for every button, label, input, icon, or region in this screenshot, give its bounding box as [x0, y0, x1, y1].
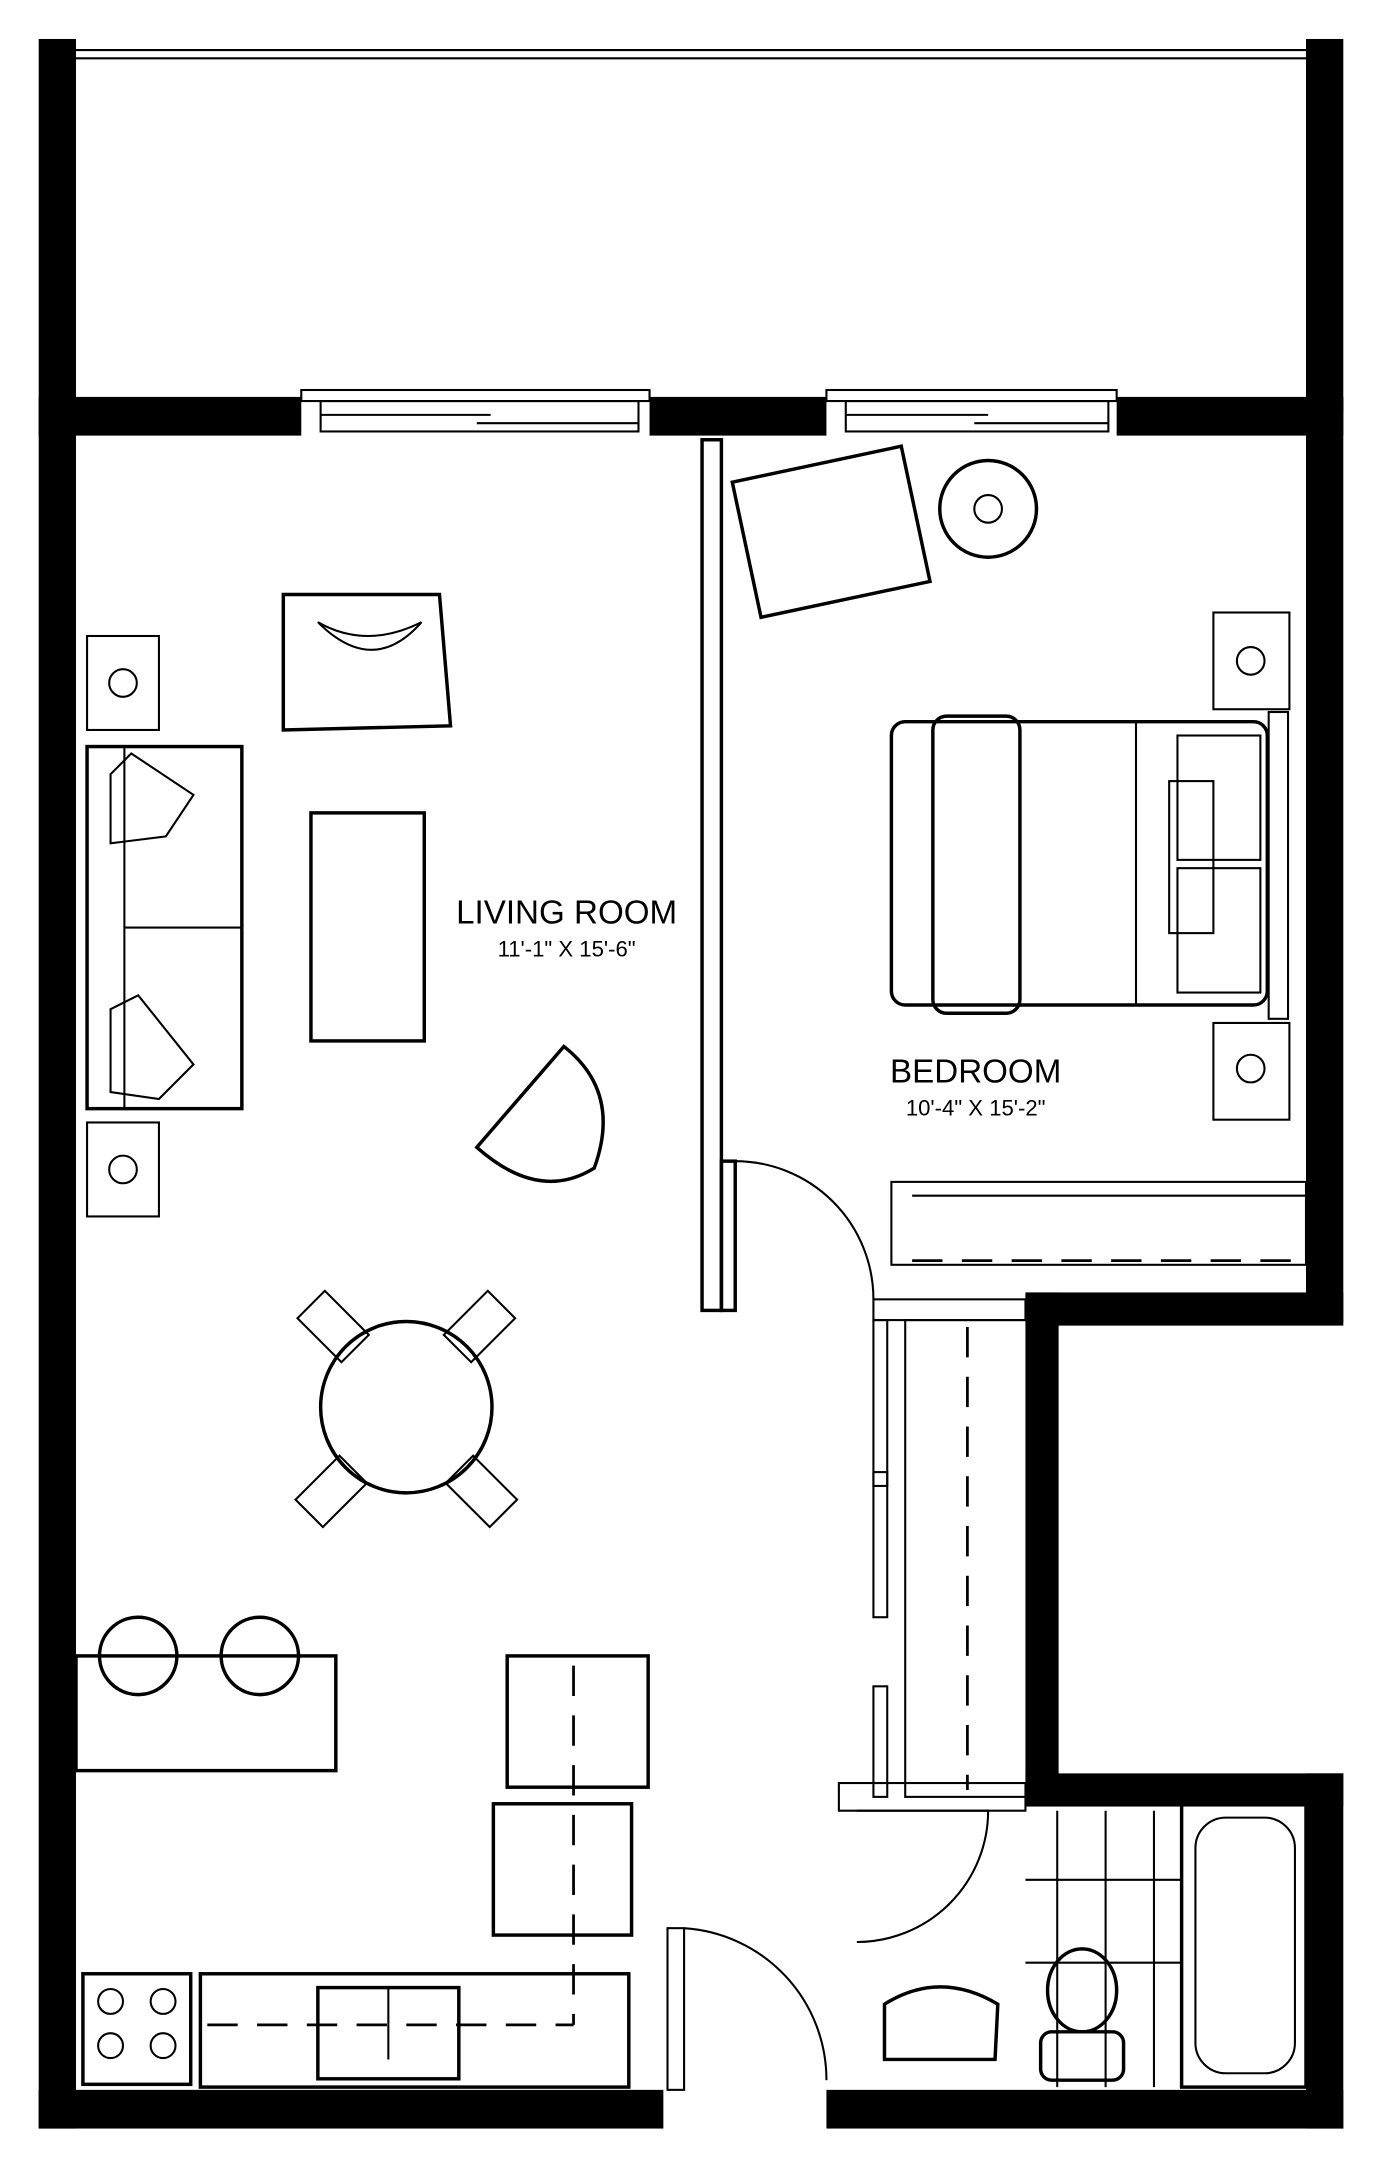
- closet: [872, 1180, 1308, 1798]
- room-label-living: LIVING ROOM: [456, 894, 677, 931]
- balcony: [76, 48, 1306, 60]
- bathroom: [837, 1782, 1308, 2089]
- island: [74, 1654, 338, 1773]
- bathroom-sink: [882, 1985, 1000, 2062]
- armchair: [730, 444, 933, 620]
- dishwasher: [491, 1802, 634, 1937]
- dining-table: [318, 1319, 494, 1495]
- living-furniture: [85, 592, 605, 1529]
- walls: [38, 38, 1344, 2129]
- accent-chair: [474, 1044, 605, 1183]
- bed: [889, 719, 1270, 1007]
- bathtub: [1179, 1802, 1308, 2089]
- round-table: [938, 458, 1039, 559]
- stove: [81, 1972, 193, 2087]
- windows: [300, 388, 1118, 433]
- fridge: [505, 1654, 650, 1789]
- lamp-table: [86, 1121, 160, 1218]
- partition-wall: [700, 438, 875, 1313]
- room-label-bedroom: BEDROOM: [890, 1053, 1061, 1090]
- bedroom-furniture: [730, 444, 1291, 1121]
- room-dimensions-living: 11'-1" X 15'-6": [498, 937, 636, 962]
- pillow: [109, 752, 195, 845]
- counter: [198, 1972, 631, 2089]
- coffee-table: [309, 811, 427, 1043]
- armchair: [281, 592, 453, 732]
- kitchen: [74, 1615, 828, 2091]
- lamp-table: [86, 634, 160, 732]
- room-dimensions-bedroom: 10'-4" X 15'-2": [906, 1096, 1046, 1121]
- pillow: [109, 994, 195, 1101]
